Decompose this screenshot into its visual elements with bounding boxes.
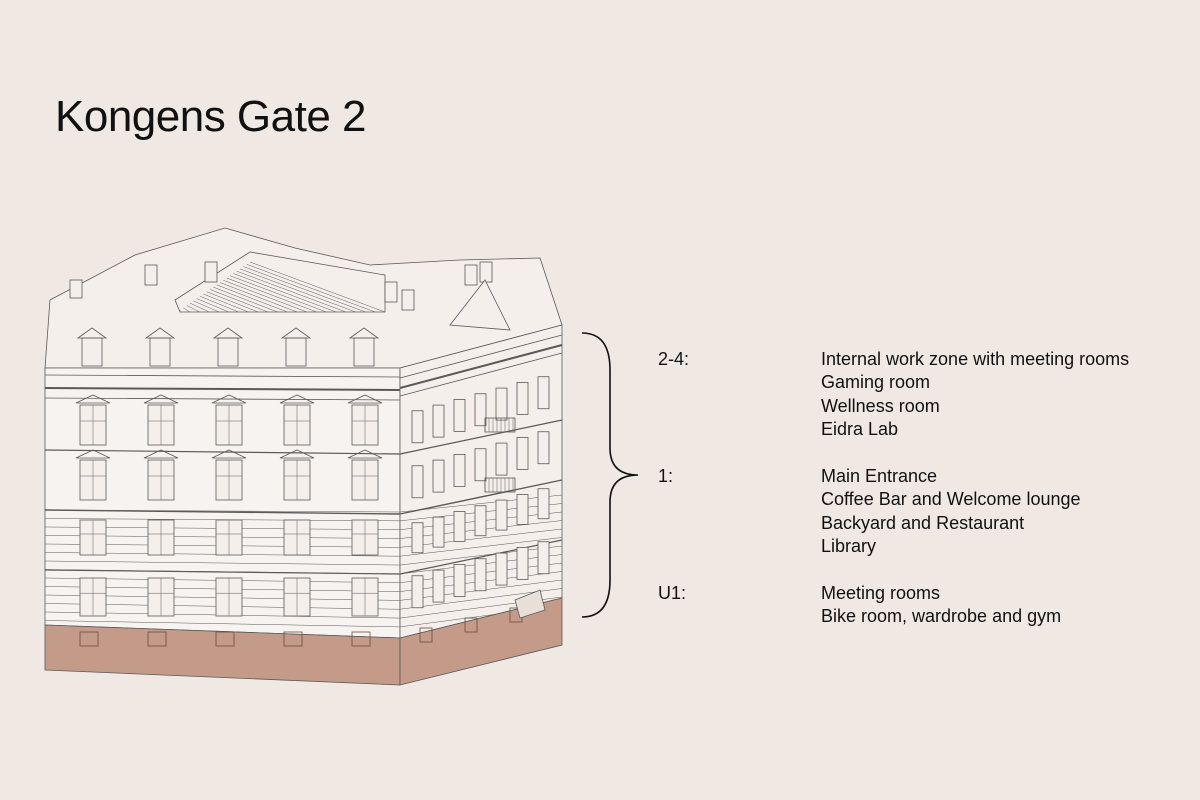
floor-item: Wellness room	[821, 395, 940, 416]
floor-item: Backyard and Restaurant	[821, 512, 1025, 533]
floor-item: Gaming room	[821, 372, 931, 393]
floor-item: Library	[821, 536, 877, 557]
floor-level: 1:	[658, 466, 674, 487]
floor-level: U1:	[658, 583, 687, 604]
floor-group: 2-4: Internal work zone with meeting roo…	[658, 348, 1188, 442]
floor-list: 2-4: Internal work zone with meeting roo…	[658, 348, 1188, 652]
floor-item: Coffee Bar and Welcome lounge	[821, 489, 1081, 510]
floor-item: Main Entrance	[821, 466, 938, 487]
floor-group: U1: Meeting rooms Bike room, wardrobe an…	[658, 582, 1188, 629]
floor-item: Internal work zone with meeting rooms	[821, 349, 1130, 369]
floor-item: Eidra Lab	[821, 419, 899, 440]
floor-item: Bike room, wardrobe and gym	[821, 606, 1062, 627]
page-title: Kongens Gate 2	[55, 92, 367, 141]
floor-level: 2-4:	[658, 349, 690, 369]
floor-item: Meeting rooms	[821, 583, 941, 604]
floor-group: 1: Main Entrance Coffee Bar and Welcome …	[658, 465, 1188, 559]
floor-brace	[581, 332, 639, 618]
building-illustration	[44, 227, 563, 686]
